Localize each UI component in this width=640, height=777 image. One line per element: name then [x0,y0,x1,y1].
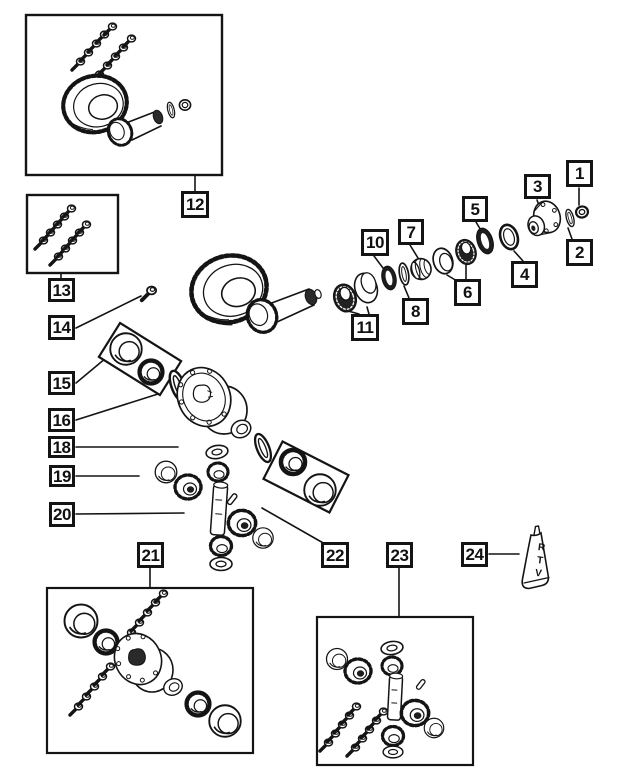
side-gear-ring-19 [154,460,178,484]
callout-1[interactable]: 1 [566,160,593,187]
callout-4[interactable]: 4 [511,261,538,288]
kit-ring-gear [61,73,129,135]
callout-12[interactable]: 12 [181,191,209,218]
roll-pin [226,493,238,506]
main-pinion [245,288,322,334]
pinion-flange-3 [527,200,562,237]
crush-sleeve-7 [410,257,432,281]
shim-10 [379,264,399,292]
callout-13[interactable]: 13 [48,278,75,302]
case-kit-box-21 [45,586,255,755]
bearing-spacer-11 [353,272,379,304]
bolt-kit-box [25,193,120,275]
outer-bearing-cone-6 [432,247,454,275]
pinion-shaft-stack [329,200,590,316]
callout-15[interactable]: 15 [48,371,75,395]
kit-pinion-nut [178,99,192,111]
screw-14 [139,284,159,303]
callout-24[interactable]: 24 [461,542,488,567]
kit-roll-pin [415,678,426,690]
kit-side-gear-right [399,698,431,728]
case-shim-right [250,430,276,466]
pinion-mate-gear-top [206,461,230,483]
bearing-kit-15 [97,321,183,397]
side-gear-ring-right [252,527,274,549]
kit-differential-case [113,632,183,696]
pinion-seal-4 [498,223,520,251]
differential-case [176,366,252,439]
callout-10[interactable]: 10 [361,229,389,256]
pinion-nut-1 [574,205,590,219]
callout-23[interactable]: 23 [386,542,413,568]
leader-lines [60,174,580,617]
callout-3[interactable]: 3 [524,174,551,199]
outer-pinion-bearing-6 [452,236,480,268]
shim-8 [396,261,412,287]
callout-14[interactable]: 14 [48,315,75,340]
kit-side-gear-left [343,657,373,685]
callout-18[interactable]: 18 [48,436,75,458]
callout-21[interactable]: 21 [137,542,164,568]
callout-8[interactable]: 8 [402,298,429,325]
kit-spider-top [380,655,404,677]
rtv-sealant-tube [521,525,550,590]
pinion-cross-shaft [209,481,229,536]
callout-2[interactable]: 2 [566,239,593,266]
slinger-5 [473,225,497,257]
differential-internals [154,442,274,572]
callout-20[interactable]: 20 [49,502,75,527]
ring-pinion-kit-box [24,13,224,177]
pinion-mate-gear-bottom [208,534,234,558]
kit-washer-bottom [382,745,404,759]
callout-6[interactable]: 6 [454,279,481,306]
side-gear-left [173,473,203,501]
callout-19[interactable]: 19 [49,465,75,487]
side-gear-right [226,508,258,538]
callout-11[interactable]: 11 [351,314,379,341]
bearing-kit-22 [262,440,350,514]
callout-5[interactable]: 5 [462,196,488,222]
callout-16[interactable]: 16 [48,408,75,432]
kit-cross-shaft [386,672,404,721]
callout-7[interactable]: 7 [398,219,424,245]
kit-ring-right [423,717,445,739]
flange-washer-2 [563,207,577,229]
kit-pinion [106,99,192,147]
callout-22[interactable]: 22 [321,542,349,568]
thrust-washer-bottom [209,556,233,572]
kit-spider-bottom [380,724,406,748]
thrust-washer-top [204,442,230,462]
internals-kit-box-23 [315,615,475,767]
